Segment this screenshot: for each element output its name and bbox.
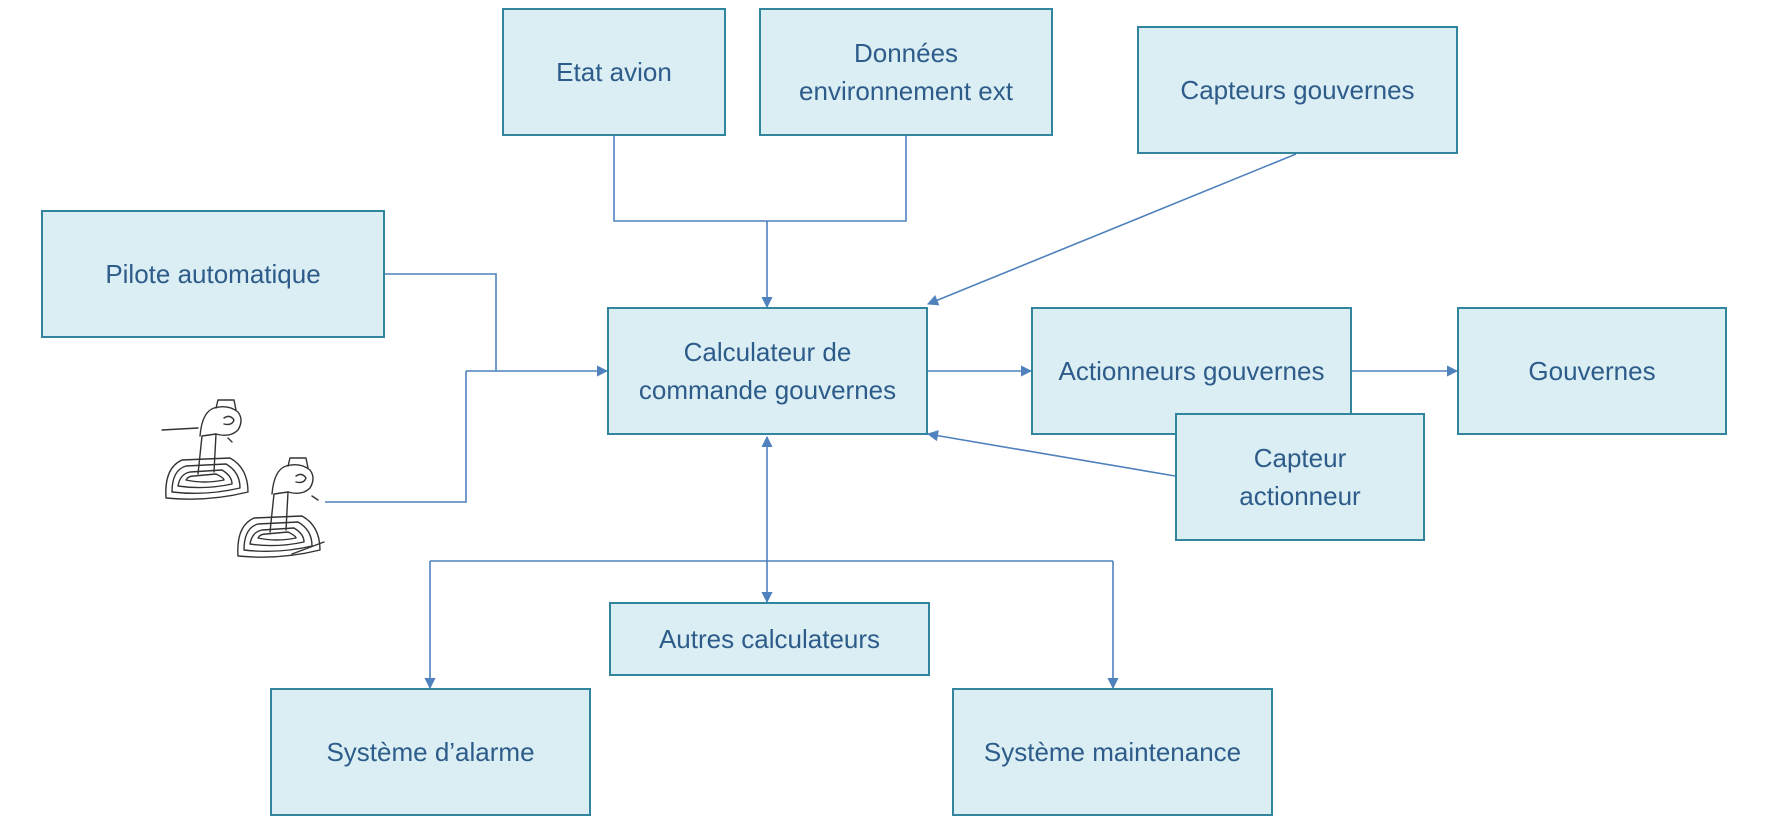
connector-joystick	[325, 371, 467, 503]
box-gouvernes[interactable]: Gouvernes	[1457, 307, 1727, 435]
box-capteurs-gouvernes[interactable]: Capteurs gouvernes	[1137, 26, 1458, 154]
box-donnees-environnement[interactable]: Données environnement ext	[759, 8, 1053, 136]
connector-donnees-env	[767, 136, 907, 222]
box-capteur-actionneur[interactable]: Capteur actionneur	[1175, 413, 1425, 541]
box-systeme-alarme[interactable]: Système d’alarme	[270, 688, 591, 816]
box-etat-avion[interactable]: Etat avion	[502, 8, 726, 136]
arrow-capteurs-gouvernes	[926, 153, 1297, 306]
box-systeme-maintenance[interactable]: Système maintenance	[952, 688, 1273, 816]
connector-pilote-auto	[385, 273, 497, 371]
box-autres-calculateurs[interactable]: Autres calculateurs	[609, 602, 930, 676]
box-pilote-automatique[interactable]: Pilote automatique	[41, 210, 385, 338]
joystick-icon	[161, 399, 249, 500]
connector-etat-avion	[613, 136, 767, 222]
box-calculateur[interactable]: Calculateur de commande gouvernes	[607, 307, 928, 435]
arrow-capteur-actionneur	[926, 430, 1176, 477]
joystick-icon	[237, 457, 325, 558]
